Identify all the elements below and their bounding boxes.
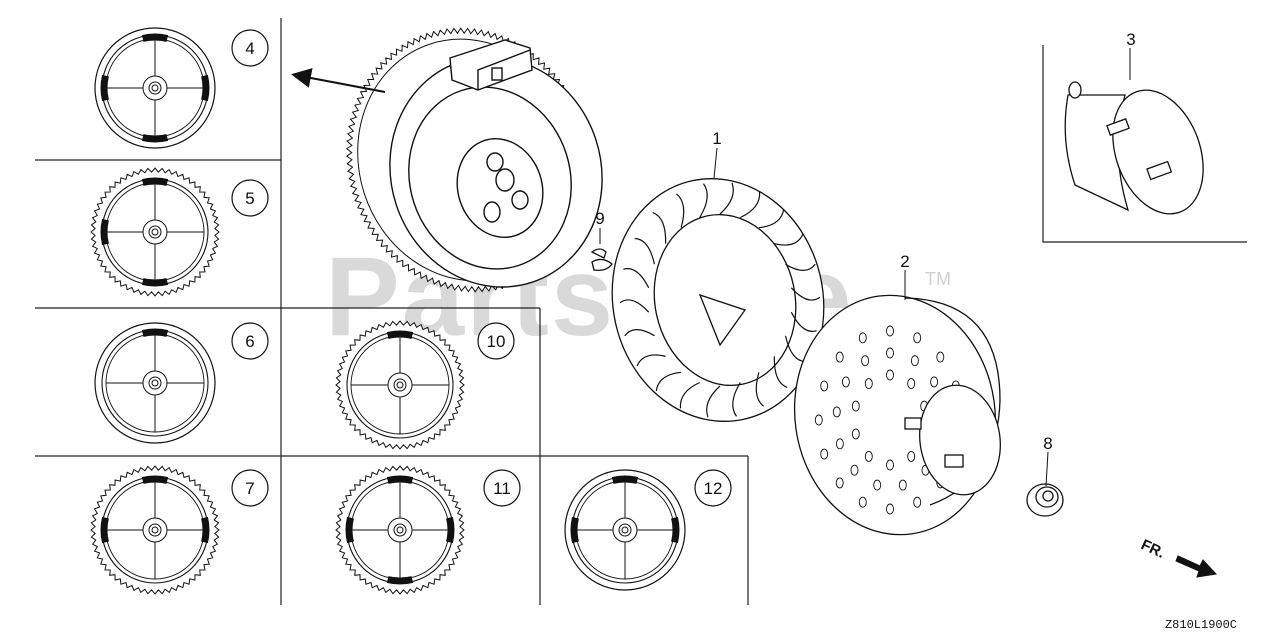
- starter-pulley: [793, 294, 1001, 536]
- part-label-1: 1: [712, 129, 721, 148]
- variant-wheel-11: [335, 465, 465, 595]
- label-7: 7: [245, 479, 254, 498]
- label-6: 6: [245, 332, 254, 351]
- label-12: 12: [704, 479, 723, 498]
- label-11: 11: [493, 479, 511, 498]
- flywheel-assembly: [291, 27, 603, 293]
- starter-cup: [1064, 81, 1204, 215]
- variant-wheel-5: [90, 167, 220, 297]
- part-label-3: 3: [1126, 30, 1135, 49]
- flange-nut: [1026, 483, 1064, 517]
- variant-labels: 4 5 6 7 10 11 12: [231, 29, 732, 507]
- part-label-9: 9: [595, 209, 604, 228]
- variant-wheel-7: [90, 465, 220, 595]
- woodruff-key: [590, 248, 613, 272]
- label-4: 4: [245, 39, 254, 58]
- part-label-8: 8: [1043, 434, 1052, 453]
- variant-wheel-10: [335, 320, 465, 450]
- front-direction-indicator: FR.: [1138, 536, 1218, 578]
- direction-label: FR.: [1138, 536, 1167, 562]
- cooling-fan: [611, 178, 825, 422]
- variant-wheel-4: [94, 27, 216, 149]
- leader-lines: [599, 48, 1131, 487]
- variant-grid: [35, 18, 749, 605]
- watermark-trademark: TM: [925, 269, 951, 289]
- part-label-2: 2: [900, 252, 909, 271]
- label-10: 10: [487, 332, 506, 351]
- label-5: 5: [245, 189, 254, 208]
- part-3-frame: [1042, 45, 1247, 243]
- drawing-code: Z810L1900C: [1165, 618, 1237, 632]
- variant-wheel-12: [564, 469, 686, 591]
- variant-wheel-6: [94, 322, 216, 444]
